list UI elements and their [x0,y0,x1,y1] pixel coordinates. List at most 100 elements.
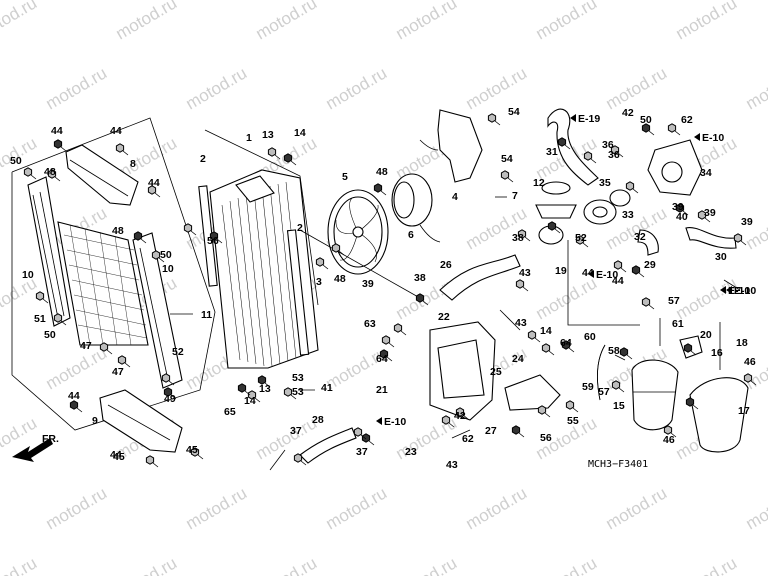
callout-number: 39 [362,278,374,290]
bolt-icon [537,405,551,418]
callout-number: 1 [246,132,252,144]
callout-number: 36 [602,139,614,151]
bolt-icon [641,123,655,136]
callout-number: 39 [704,207,716,219]
bolt-icon [117,355,131,368]
watermark-text: motod.ru [253,0,321,43]
callout-number: 57 [598,386,610,398]
bolt-icon [161,373,175,386]
callout-number: 46 [663,434,675,446]
bolt-icon [257,375,271,388]
bolt-icon [511,425,525,438]
bolt-icon [441,415,455,428]
callout-number: 17 [738,405,750,417]
callout-number: 39 [672,201,684,213]
callout-number: 59 [582,381,594,393]
watermark-text: motod.ru [603,483,671,533]
watermark-text: motod.ru [323,483,391,533]
bolt-icon [133,231,147,244]
cross-reference: E-10 [726,285,756,297]
callout-number: 34 [700,167,712,179]
callout-number: 48 [376,166,388,178]
callout-number: 44 [582,267,594,279]
bolt-icon [47,169,61,182]
reference-arrow-icon [588,270,594,278]
watermark-text: motod.ru [603,63,671,113]
callout-number: 11 [201,309,212,321]
diagram-code: MCH3−F3401 [588,459,648,470]
callout-number: 43 [515,317,527,329]
callout-number: 38 [414,272,426,284]
watermark-text: motod.ru [673,553,741,576]
bolt-icon [353,427,367,440]
bolt-icon [237,383,251,396]
callout-number: 14 [540,325,552,337]
watermark-text: motod.ru [183,483,251,533]
bolt-icon [163,387,177,400]
bolt-icon [455,407,469,420]
reference-arrow-icon [376,417,382,425]
bolt-icon [53,313,67,326]
callout-number: 45 [186,444,198,456]
cross-reference: E-19 [570,113,600,125]
callout-number: 58 [608,345,620,357]
callout-number: 51 [34,313,46,325]
callout-number: 50 [640,114,652,126]
callout-number: 25 [490,366,502,378]
bolt-icon [743,373,757,386]
watermark-text: motod.ru [0,0,40,43]
callout-number: 44 [612,275,624,287]
watermark-text: motod.ru [533,0,601,43]
callout-number: 50 [44,329,56,341]
callout-number: 52 [575,232,587,244]
front-indicator: FR. [12,433,59,462]
callout-number: 62 [462,433,474,445]
callout-number: 48 [112,225,124,237]
watermark-text: motod.ru [323,63,391,113]
callout-number: 44 [110,449,122,461]
line-art [11,108,749,471]
bolt-icon [547,221,561,234]
front-arrow-icon [12,438,53,462]
reference-arrow-icon [570,114,576,122]
bolt-icon [565,400,579,413]
callout-number: 52 [172,346,184,358]
bolt-icon [697,210,711,223]
callout-number: 13 [262,129,274,141]
bolt-icon [315,257,329,270]
watermark-text: motod.ru [463,483,531,533]
bolt-icon [500,170,514,183]
callout-number: 47 [80,340,92,352]
bolt-icon [683,343,697,356]
watermark-text: motod.ru [43,483,111,533]
reference-arrow-icon [694,133,700,141]
callout-number: 57 [668,295,680,307]
callout-number: 44 [51,125,63,137]
callout-number: 16 [711,347,723,359]
bolt-icon [69,400,83,413]
watermark-text: motod.ru [673,0,741,43]
bolt-icon [663,425,677,438]
callout-number: 27 [485,425,497,437]
callout-number: 32 [634,231,646,243]
callout-number: 5 [342,171,348,183]
callout-number: 22 [438,311,450,323]
bolt-icon [209,231,223,244]
watermark-text: motod.ru [393,553,461,576]
watermark-text: motod.ru [743,63,768,113]
callout-number: 14 [244,395,256,407]
callout-number: 20 [700,329,712,341]
watermark-text: motod.ru [113,0,181,43]
cross-references: E-19E-10E-10E-10E-10E-10 [376,113,756,428]
watermark-text: motod.ru [533,553,601,576]
callout-number: 53 [292,372,304,384]
callout-number: 24 [512,353,524,365]
bolt-icon [541,343,555,356]
reference-label: E-10 [596,269,618,281]
bolt-icon [190,447,204,460]
callout-number: 65 [224,406,236,418]
callout-number: 54 [501,153,513,165]
callout-number: 50 [160,249,172,261]
callout-number: 19 [555,265,567,277]
callout-number: 39 [741,216,753,228]
